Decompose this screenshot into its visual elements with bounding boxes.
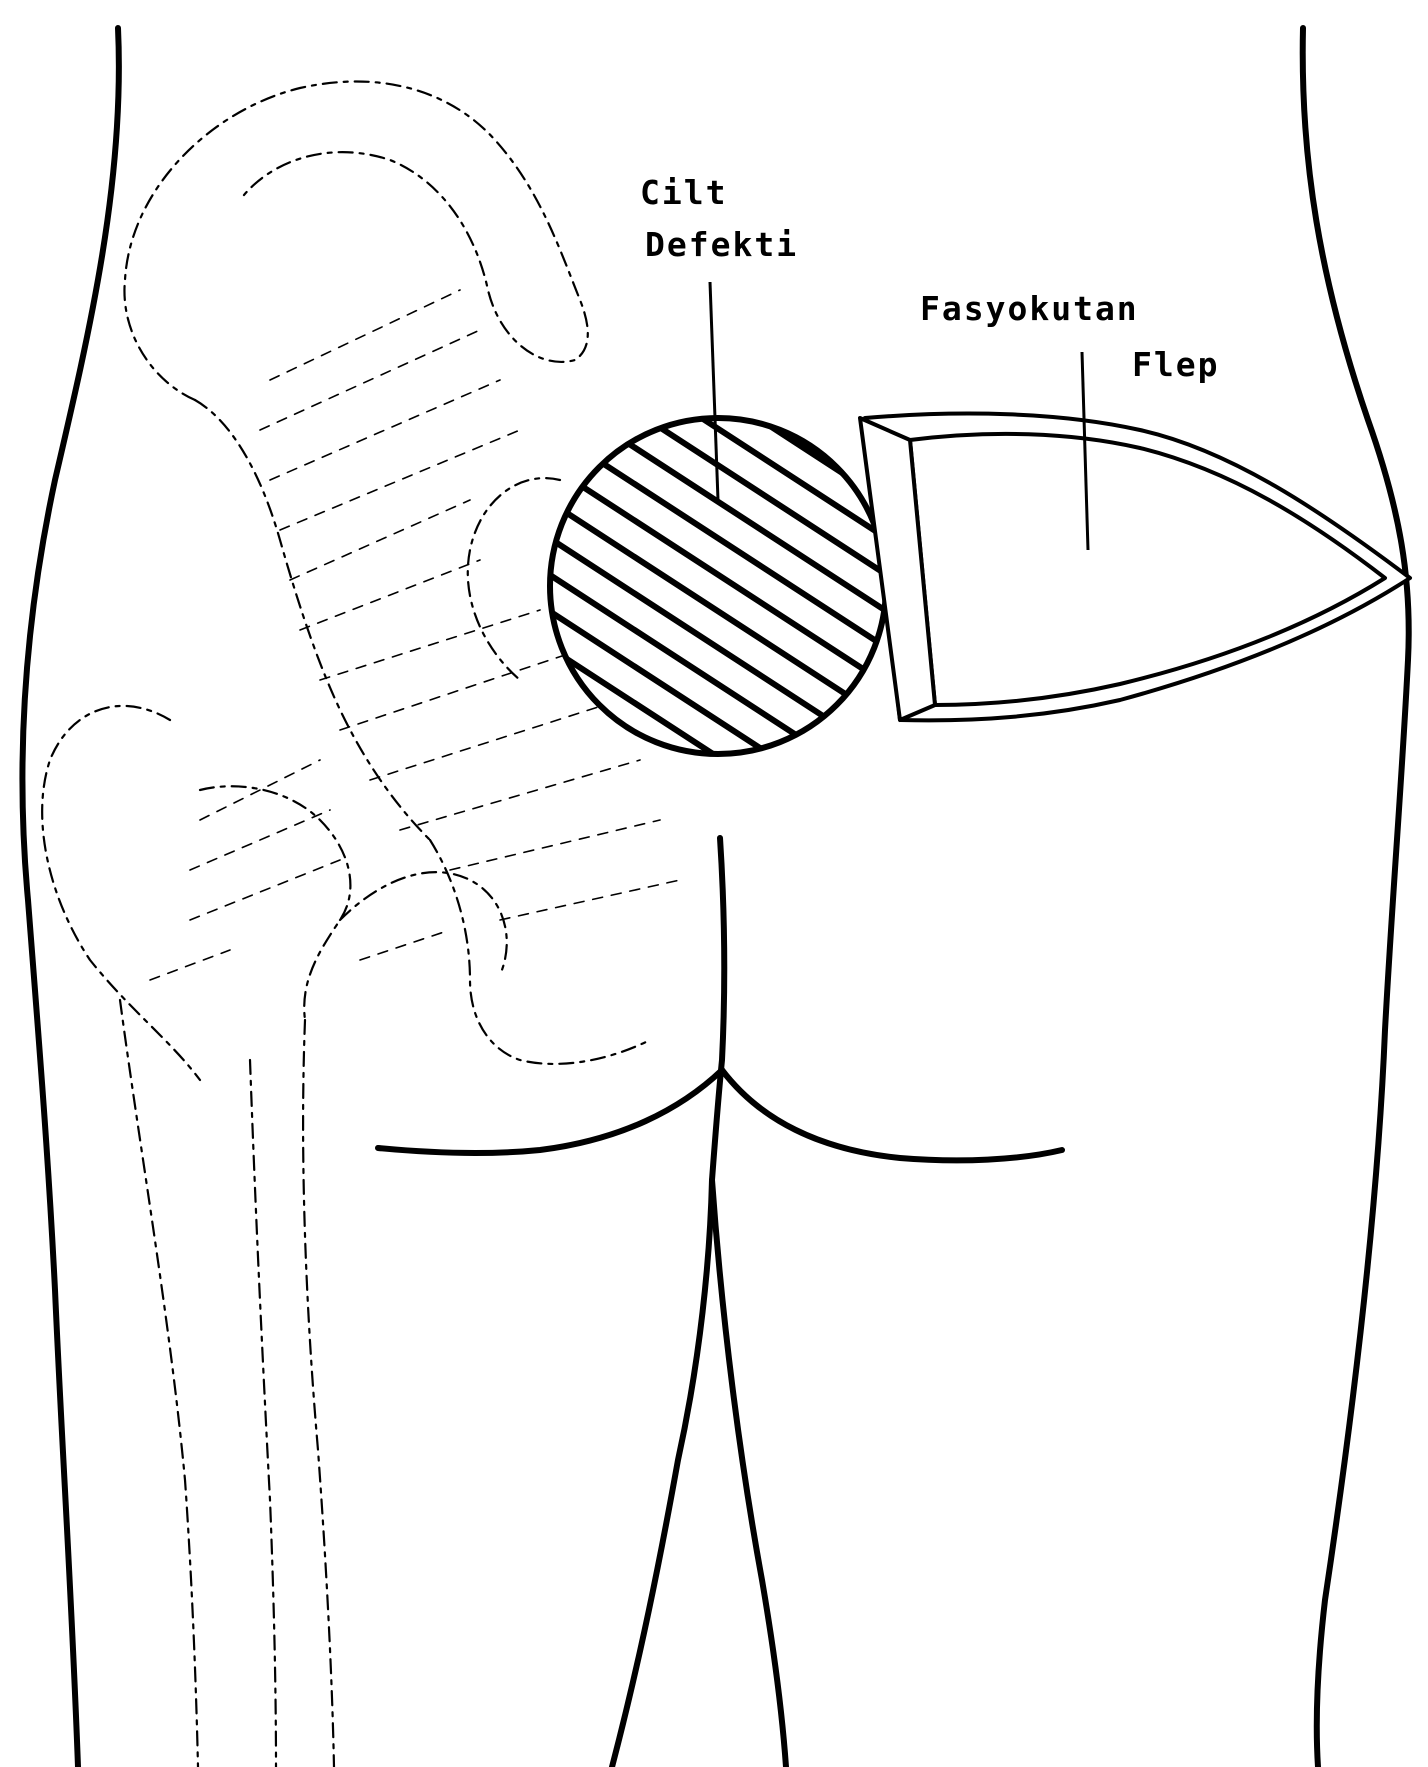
iliac-wing [124, 81, 587, 400]
femur-midline [250, 1060, 276, 1767]
right-body-outline [1303, 28, 1409, 1767]
flap-label-line2: Flep [1132, 345, 1219, 384]
ilium-inner [195, 400, 430, 840]
femur-shaft-right [303, 1020, 334, 1767]
femoral-head [42, 706, 200, 1080]
femur-shaft-left [120, 1000, 198, 1767]
right-gluteal-fold [722, 1070, 1062, 1160]
flap-inner-edge [910, 434, 1385, 705]
ischial-tuberosity [430, 840, 650, 1064]
left-body-outline [22, 28, 118, 1767]
left-gluteal-fold [378, 1070, 722, 1153]
sacral-curve [468, 478, 560, 680]
greater-trochanter [200, 786, 350, 1020]
defect-label-line1: Cilt [640, 173, 727, 212]
gluteal-cleft [612, 838, 724, 1767]
defect-label-line2: Defekti [645, 225, 798, 264]
obturator-ring [340, 872, 507, 975]
flap-label-line1: Fasyokutan [920, 289, 1139, 328]
skin-defect[interactable] [400, 210, 950, 920]
inner-thigh-line [712, 1180, 786, 1767]
